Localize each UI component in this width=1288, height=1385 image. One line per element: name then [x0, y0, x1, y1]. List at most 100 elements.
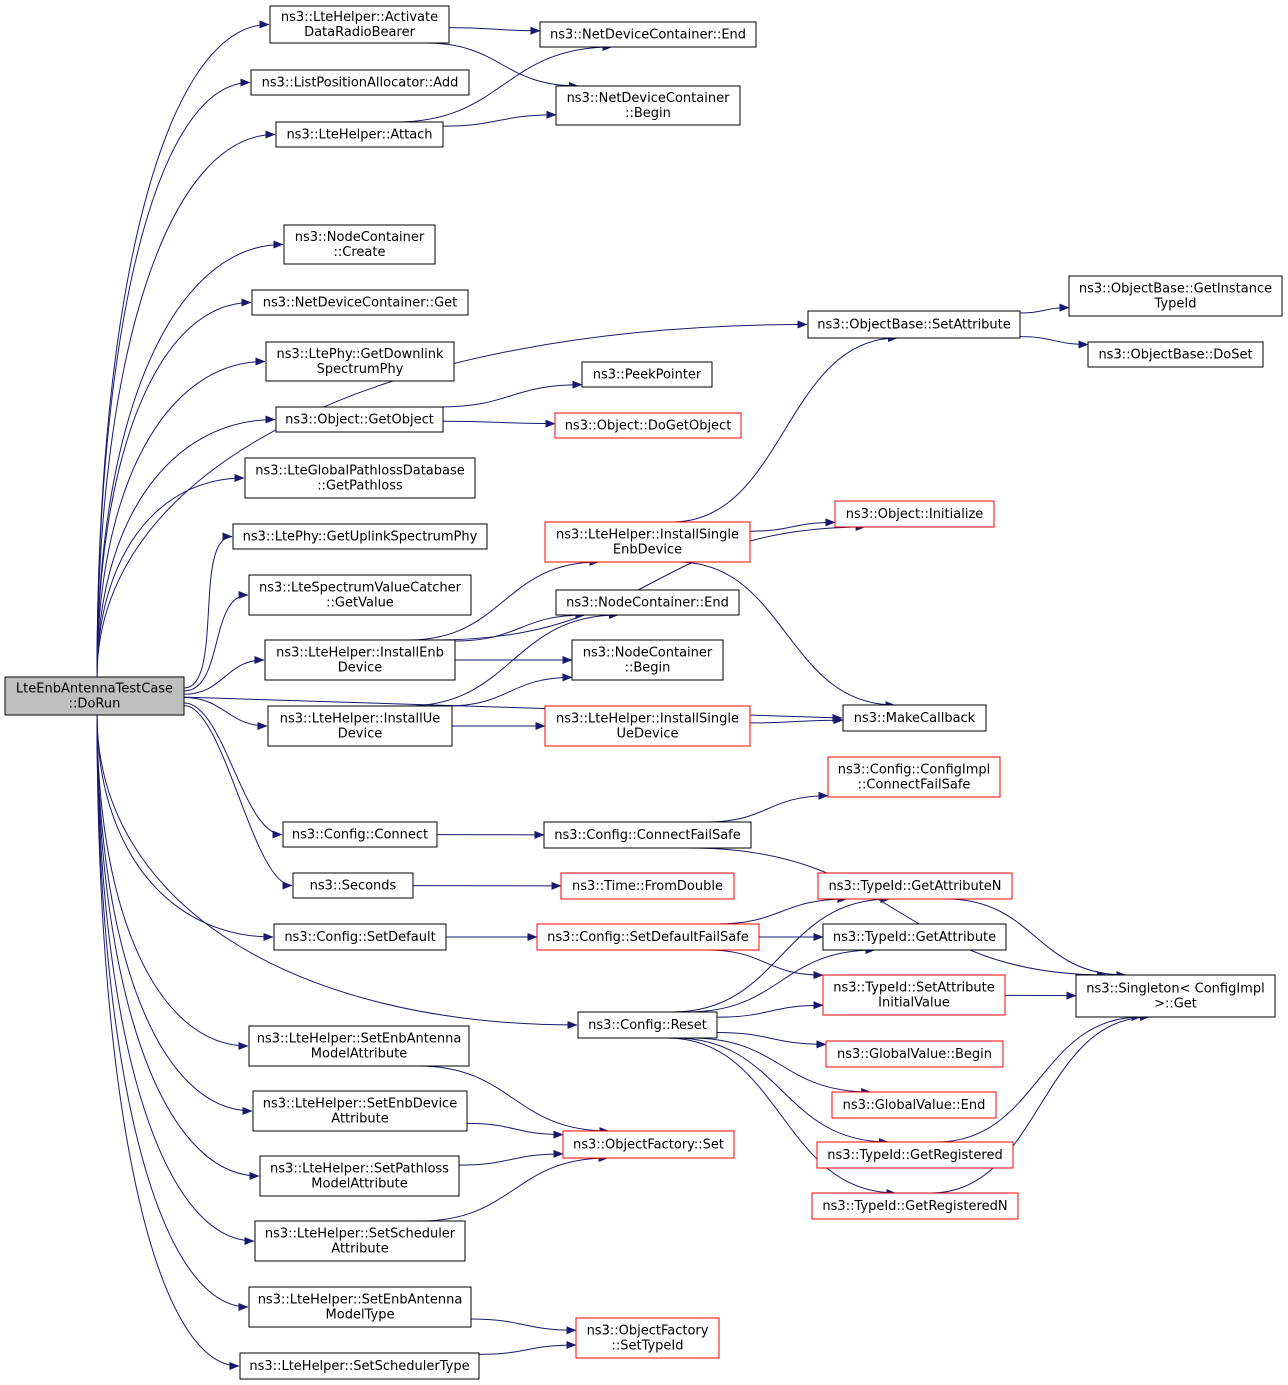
node-singletonGet[interactable]: ns3::Singleton< ConfigImpl >::Get — [1075, 974, 1276, 1018]
node-cfgReset[interactable]: ns3::Config::Reset — [577, 1011, 718, 1039]
node-label-line: Device — [338, 727, 382, 742]
node-ncBegin[interactable]: ns3::NodeContainer::Begin — [571, 639, 724, 681]
edge-objBaseSetAttr-to-objBaseDoSet — [1019, 336, 1089, 349]
node-box — [252, 1090, 468, 1132]
node-box — [248, 1025, 470, 1067]
node-objInitialize[interactable]: ns3::Object::Initialize — [834, 500, 995, 528]
node-objBaseDoSet[interactable]: ns3::ObjectBase::DoSet — [1087, 341, 1264, 368]
node-objBaseSetAttr[interactable]: ns3::ObjectBase::SetAttribute — [807, 310, 1021, 339]
node-root[interactable]: LteEnbAntennaTestCase::DoRun — [4, 676, 185, 716]
node-peekPointer[interactable]: ns3::PeekPointer — [581, 361, 713, 388]
node-box — [807, 310, 1021, 339]
node-gvEnd[interactable]: ns3::GlobalValue::End — [831, 1091, 997, 1119]
edge-cfgConnectFailSafe-to-singletonGet — [690, 847, 1108, 979]
edge-root-to-setEnbAntType — [96, 714, 249, 1311]
node-label-line: ::Begin — [625, 106, 671, 121]
node-label-line: ns3::ListPositionAllocator::Add — [262, 76, 459, 91]
node-setEnbAntAttr[interactable]: ns3::LteHelper::SetEnbAntennaModelAttrib… — [248, 1025, 470, 1067]
edge-root-to-getUlSpec — [183, 532, 233, 689]
node-getPathloss[interactable]: ns3::LteGlobalPathlossDatabase::GetPathl… — [244, 457, 476, 499]
node-cfgConnect[interactable]: ns3::Config::Connect — [282, 821, 438, 848]
node-typeIdGetRegN[interactable]: ns3::TypeId::GetRegisteredN — [811, 1192, 1019, 1220]
node-setSchedType[interactable]: ns3::LteHelper::SetSchedulerType — [239, 1352, 480, 1380]
node-label-line: ns3::ObjectBase::GetInstance — [1079, 282, 1272, 297]
edge-cfgSetDefaultFailSafe-to-typeIdGetAttrN — [716, 895, 848, 925]
node-label-line: ModelAttribute — [311, 1047, 407, 1062]
node-label-line: ns3::LteHelper::SetEnbAntenna — [257, 1032, 462, 1047]
node-label-line: SpectrumPhy — [317, 362, 404, 377]
node-box — [822, 974, 1006, 1016]
node-label-line: ns3::MakeCallback — [854, 711, 976, 726]
node-label-line: ns3::ObjectFactory — [587, 1324, 709, 1339]
node-cfgConnectFailSafe[interactable]: ns3::Config::ConnectFailSafe — [543, 821, 752, 849]
node-objFactSet[interactable]: ns3::ObjectFactory::Set — [562, 1130, 735, 1159]
node-label-line: ::GetPathloss — [317, 479, 403, 494]
node-ncEnd[interactable]: ns3::NodeContainer::End — [555, 589, 740, 616]
edge-root-to-cfgConnect — [183, 702, 283, 839]
node-box — [259, 1155, 460, 1197]
node-getObject[interactable]: ns3::Object::GetObject — [275, 406, 444, 433]
edge-root-to-activateDRB — [96, 20, 270, 678]
node-label-line: DataRadioBearer — [304, 25, 416, 40]
node-label-line: ns3::ObjectBase::DoSet — [1098, 348, 1252, 363]
node-label-line: UeDevice — [617, 727, 679, 742]
node-ndcEnd[interactable]: ns3::NetDeviceContainer::End — [539, 21, 757, 48]
node-box — [282, 821, 438, 848]
node-cfgImplConnectFailSafe[interactable]: ns3::Config::ConfigImpl::ConnectFailSafe — [827, 756, 1001, 798]
node-typeIdGetAttrN[interactable]: ns3::TypeId::GetAttributeN — [817, 872, 1013, 900]
node-ndcGet[interactable]: ns3::NetDeviceContainer::Get — [251, 289, 469, 316]
node-makeCallback[interactable]: ns3::MakeCallback — [842, 704, 987, 732]
node-cfgSetDefault[interactable]: ns3::Config::SetDefault — [273, 923, 447, 951]
node-box — [842, 704, 987, 732]
edge-getObject-to-doGetObject — [442, 419, 556, 428]
node-box — [817, 872, 1013, 900]
node-gvBegin[interactable]: ns3::GlobalValue::Begin — [825, 1040, 1004, 1068]
node-box — [239, 1352, 480, 1380]
edge-root-to-listPosAdd — [96, 78, 251, 678]
node-ncCreate[interactable]: ns3::NodeContainer::Create — [283, 224, 436, 265]
node-label-line: ns3::Object::Initialize — [846, 507, 984, 522]
node-seconds[interactable]: ns3::Seconds — [292, 872, 414, 899]
node-setPathlossAttr[interactable]: ns3::LteHelper::SetPathlossModelAttribut… — [259, 1155, 460, 1197]
node-attach[interactable]: ns3::LteHelper::Attach — [275, 121, 444, 148]
node-getUlSpec[interactable]: ns3::LtePhy::GetUplinkSpectrumPhy — [232, 523, 488, 550]
edge-cfgReset-to-typeIdSetAttrInit — [716, 1001, 824, 1018]
node-typeIdGetReg[interactable]: ns3::TypeId::GetRegistered — [816, 1141, 1014, 1169]
node-box — [816, 1141, 1014, 1169]
node-listPosAdd[interactable]: ns3::ListPositionAllocator::Add — [250, 69, 470, 96]
node-box — [825, 1040, 1004, 1068]
edge-installSingleEnb-to-makeCallback — [677, 561, 896, 709]
edge-cfgConnectFailSafe-to-cfgImplConnectFailSafe — [707, 791, 829, 823]
node-cfgSetDefaultFailSafe[interactable]: ns3::Config::SetDefaultFailSafe — [536, 923, 760, 951]
node-label-line: ns3::LteHelper::InstallUe — [280, 712, 441, 727]
node-label-line: ns3::LteHelper::Attach — [286, 128, 432, 143]
edge-root-to-installEnb — [183, 656, 265, 695]
node-label-line: ns3::Object::GetObject — [285, 413, 434, 428]
edge-setPathlossAttr-to-objFactSet — [458, 1149, 564, 1166]
node-typeIdGetAttr[interactable]: ns3::TypeId::GetAttribute — [822, 923, 1007, 951]
node-label-line: ns3::TypeId::GetRegistered — [827, 1148, 1002, 1163]
node-box — [827, 756, 1001, 798]
node-label-line: ::SetTypeId — [611, 1339, 683, 1354]
node-timeFromDouble[interactable]: ns3::Time::FromDouble — [560, 872, 735, 900]
node-box — [251, 289, 469, 316]
node-getValue[interactable]: ns3::LteSpectrumValueCatcher::GetValue — [248, 574, 472, 616]
node-doGetObject[interactable]: ns3::Object::DoGetObject — [554, 412, 742, 439]
node-box — [275, 406, 444, 433]
edge-setEnbAntAttr-to-objFactSet — [417, 1065, 610, 1135]
node-objFactSetTypeId[interactable]: ns3::ObjectFactory::SetTypeId — [575, 1317, 720, 1359]
nodes-layer: LteEnbAntennaTestCase::DoRunns3::LteHelp… — [4, 5, 1283, 1380]
node-label-line: ns3::LteHelper::SetSchedulerType — [249, 1359, 469, 1374]
node-ndcBegin[interactable]: ns3::NetDeviceContainer::Begin — [555, 85, 741, 126]
